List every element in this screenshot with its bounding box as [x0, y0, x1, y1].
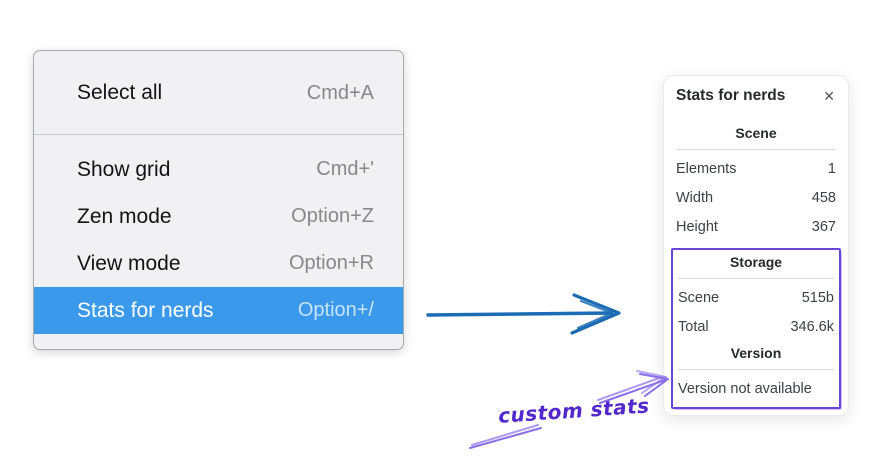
menu-item-select-all[interactable]: Select all Cmd+A	[34, 59, 403, 127]
context-menu: Select all Cmd+A Show grid Cmd+' Zen mod…	[33, 50, 404, 350]
menu-item-label: Show grid	[77, 157, 171, 181]
close-icon[interactable]: ✕	[823, 88, 835, 104]
panel-title: Stats for nerds	[676, 87, 786, 104]
stat-label: Width	[676, 189, 714, 206]
stat-value: 458	[811, 189, 836, 206]
menu-item-shortcut: Option+/	[297, 299, 374, 321]
section-scene: Scene Elements 1 Width 458 Height 367	[676, 125, 836, 241]
stat-row-total-size: Total 346.6k	[678, 312, 834, 341]
stat-label: Scene	[678, 289, 720, 306]
version-note: Version not available	[678, 380, 812, 397]
custom-stats-annotation-box: Storage Scene 515b Total 346.6k Version …	[671, 248, 841, 409]
menu-item-label: Select all	[77, 81, 163, 104]
stat-value: 1	[827, 160, 836, 177]
section-header: Scene	[735, 125, 777, 141]
menu-item-label: Zen mode	[77, 204, 172, 228]
section-divider	[676, 149, 836, 150]
menu-item-label: View mode	[77, 251, 181, 275]
stats-panel-header: Stats for nerds ✕	[676, 87, 836, 105]
menu-item-shortcut: Option+Z	[291, 205, 374, 227]
stat-row-width: Width 458	[676, 183, 836, 212]
stat-value: 346.6k	[790, 318, 834, 335]
stat-label: Height	[676, 218, 718, 235]
stat-value: 367	[811, 218, 836, 235]
section-divider	[678, 369, 834, 370]
menu-item-view-mode[interactable]: View mode Option+R	[34, 240, 403, 287]
menu-item-show-grid[interactable]: Show grid Cmd+'	[34, 146, 403, 193]
section-version: Version Version not available	[678, 345, 834, 403]
pointer-arrow-icon	[426, 293, 621, 335]
section-header: Version	[730, 345, 782, 361]
menu-item-shortcut: Cmd+'	[316, 158, 374, 180]
stat-row-scene-size: Scene 515b	[678, 283, 834, 312]
stat-label: Total	[678, 318, 709, 335]
stat-value: 515b	[801, 289, 834, 306]
menu-item-shortcut: Option+R	[288, 252, 374, 274]
menu-item-zen-mode[interactable]: Zen mode Option+Z	[34, 193, 403, 240]
stat-row-height: Height 367	[676, 212, 836, 241]
menu-item-stats-for-nerds[interactable]: Stats for nerds Option+/	[34, 287, 403, 334]
section-divider	[678, 278, 834, 279]
annotation-label: custom stats	[497, 393, 651, 428]
menu-item-label: Stats for nerds	[77, 298, 214, 322]
menu-item-shortcut: Cmd+A	[306, 81, 374, 104]
menu-divider	[34, 134, 403, 135]
section-storage: Storage Scene 515b Total 346.6k	[678, 254, 834, 341]
section-header: Storage	[729, 254, 783, 270]
stat-row-elements: Elements 1	[676, 154, 836, 183]
stats-panel: Stats for nerds ✕ Scene Elements 1 Width…	[663, 75, 849, 416]
stat-label: Elements	[676, 160, 737, 177]
